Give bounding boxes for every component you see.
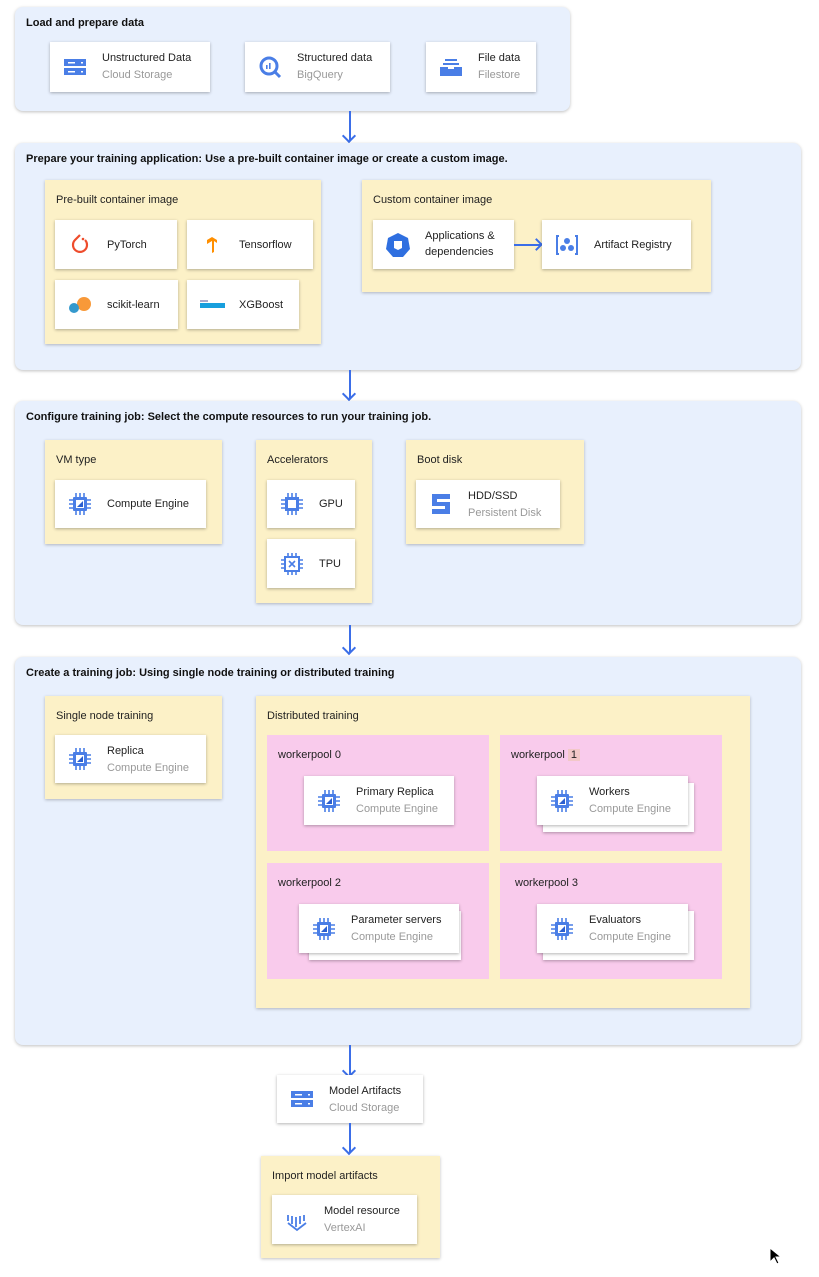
card-title: Primary Replica xyxy=(356,786,434,798)
applications-card[interactable]: Applications & dependencies xyxy=(373,220,514,269)
pool-label: workerpool 0 xyxy=(278,749,341,761)
pool-label: workerpool 1 xyxy=(511,749,580,761)
bigquery-icon xyxy=(259,56,282,79)
model-resource-card[interactable]: Model resource VertexAI xyxy=(272,1195,417,1244)
flow-arrow xyxy=(349,1123,351,1152)
tensorflow-icon xyxy=(207,236,217,253)
card-title: Model Artifacts xyxy=(329,1085,402,1097)
file-data-card[interactable]: File data Filestore xyxy=(426,42,536,92)
parameter-servers-card[interactable]: Parameter servers Compute Engine xyxy=(299,904,459,953)
card-subtitle: Compute Engine xyxy=(589,931,671,943)
card-title: Evaluators xyxy=(589,914,641,926)
pool-number: 1 xyxy=(567,749,580,761)
card-title: Compute Engine xyxy=(107,498,189,510)
card-title: Artifact Registry xyxy=(594,238,672,251)
scikit-learn-icon xyxy=(69,296,91,313)
card-subtitle: Persistent Disk xyxy=(468,507,542,519)
model-artifacts-card[interactable]: Model Artifacts Cloud Storage xyxy=(277,1075,423,1123)
card-title: Model resource xyxy=(324,1205,400,1217)
section-title: Configure training job: Select the compu… xyxy=(26,411,432,423)
filestore-icon xyxy=(440,59,462,76)
card-subtitle: Compute Engine xyxy=(589,803,671,815)
group-label: Distributed training xyxy=(267,710,359,722)
section-title: Create a training job: Using single node… xyxy=(26,667,395,679)
group-label: Pre-built container image xyxy=(56,194,179,206)
tensorflow-card[interactable]: Tensorflow xyxy=(187,220,313,269)
card-title: Applications & dependencies xyxy=(425,230,495,258)
group-label: Accelerators xyxy=(267,454,329,466)
group-label: Import model artifacts xyxy=(272,1170,378,1182)
card-title: HDD/SSD xyxy=(468,490,518,502)
card-subtitle: Compute Engine xyxy=(351,931,433,943)
pytorch-icon xyxy=(71,233,89,253)
compute-engine-icon xyxy=(549,788,575,814)
mouse-cursor-icon xyxy=(769,1247,781,1265)
flow-arrow xyxy=(349,111,351,140)
xgboost-card[interactable]: XGBoost xyxy=(187,280,299,329)
card-subtitle: Cloud Storage xyxy=(102,69,173,81)
section-title: Load and prepare data xyxy=(26,17,144,29)
persistent-disk-card[interactable]: HDD/SSD Persistent Disk xyxy=(416,480,560,528)
compute-engine-icon xyxy=(316,788,342,814)
card-title: Tensorflow xyxy=(239,238,292,251)
kubernetes-icon xyxy=(386,232,410,257)
compute-engine-icon xyxy=(67,746,93,772)
tpu-card[interactable]: TPU xyxy=(267,539,355,588)
pool-label: workerpool 3 xyxy=(515,877,578,889)
structured-data-card[interactable]: Structured data BigQuery xyxy=(245,42,390,92)
card-title: GPU xyxy=(319,498,343,510)
pytorch-card[interactable]: PyTorch xyxy=(55,220,177,269)
section-title: Prepare your training application: Use a… xyxy=(26,153,508,165)
workers-card[interactable]: Workers Compute Engine xyxy=(537,776,688,825)
cloud-storage-icon xyxy=(289,1086,315,1112)
card-title: TPU xyxy=(319,557,341,570)
pool-label: workerpool 2 xyxy=(278,877,341,889)
flow-arrow xyxy=(349,625,351,652)
card-title: File data xyxy=(478,52,521,64)
card-title: Replica xyxy=(107,745,144,757)
card-title: Structured data xyxy=(297,52,373,64)
card-subtitle: VertexAI xyxy=(324,1222,366,1234)
persistent-disk-icon xyxy=(432,494,450,514)
flow-arrow xyxy=(514,244,540,246)
evaluators-card[interactable]: Evaluators Compute Engine xyxy=(537,904,688,953)
vertex-ai-icon xyxy=(287,1214,307,1231)
gpu-card[interactable]: GPU xyxy=(267,480,355,528)
scikit-learn-card[interactable]: scikit-learn xyxy=(55,280,178,329)
flow-arrow xyxy=(349,370,351,398)
compute-engine-icon xyxy=(67,491,93,517)
group-label: Single node training xyxy=(56,710,154,722)
card-title: Workers xyxy=(589,786,630,798)
tpu-icon xyxy=(281,552,303,575)
group-label: VM type xyxy=(56,454,97,466)
card-title: Unstructured Data xyxy=(102,52,192,64)
card-title: Parameter servers xyxy=(351,914,442,926)
card-title: XGBoost xyxy=(239,298,284,311)
card-subtitle: Compute Engine xyxy=(356,803,438,815)
xgboost-icon xyxy=(200,299,225,308)
card-title: PyTorch xyxy=(107,238,147,251)
card-subtitle: Cloud Storage xyxy=(329,1102,400,1114)
artifact-registry-icon xyxy=(556,234,578,255)
group-label: Boot disk xyxy=(417,454,463,466)
artifact-registry-card[interactable]: Artifact Registry xyxy=(542,220,691,269)
replica-card[interactable]: Replica Compute Engine xyxy=(55,735,206,783)
cloud-storage-icon xyxy=(62,54,88,80)
card-subtitle: BigQuery xyxy=(297,69,343,81)
pool-label-text: workerpool xyxy=(511,749,565,761)
compute-engine-icon xyxy=(549,916,575,942)
compute-engine-card[interactable]: Compute Engine xyxy=(55,480,206,528)
compute-engine-icon xyxy=(311,916,337,942)
group-label: Custom container image xyxy=(373,194,493,206)
unstructured-data-card[interactable]: Unstructured Data Cloud Storage xyxy=(50,42,210,92)
flow-arrow xyxy=(349,1045,351,1075)
primary-replica-card[interactable]: Primary Replica Compute Engine xyxy=(304,776,454,825)
gpu-icon xyxy=(281,493,303,515)
card-subtitle: Filestore xyxy=(478,69,521,81)
card-title: scikit-learn xyxy=(107,298,160,311)
card-subtitle: Compute Engine xyxy=(107,762,189,774)
